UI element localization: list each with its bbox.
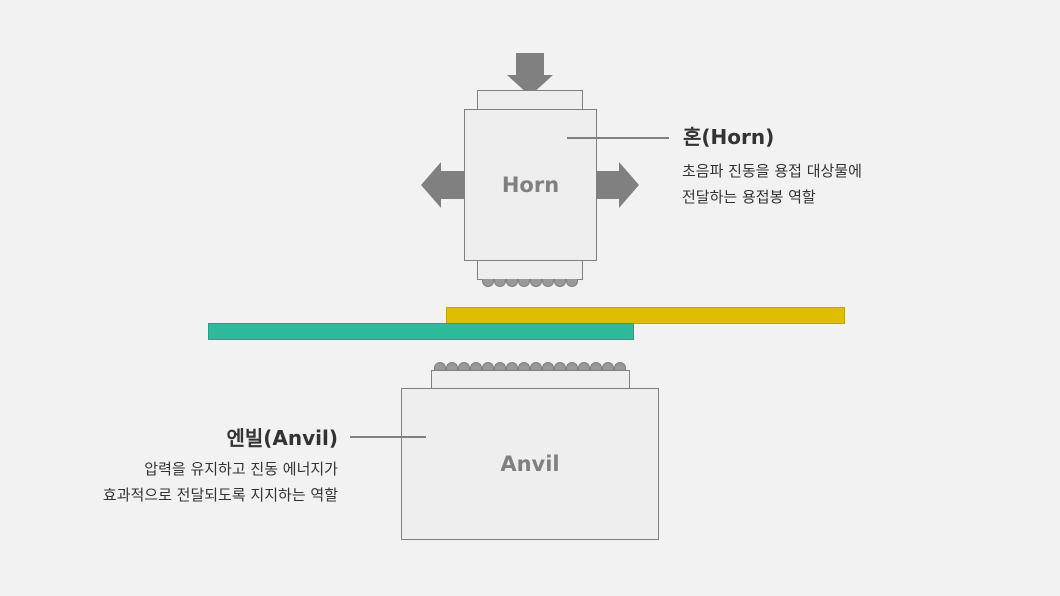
horn-top-plate [477,90,583,110]
bump [566,362,578,370]
horn-desc-line: 초음파 진동을 용접 대상물에 [682,162,862,180]
right-arrow-icon [596,162,639,208]
bump [434,362,446,370]
bump [446,362,458,370]
bump [542,279,554,287]
anvil-desc-line: 압력을 유지하고 진동 에너지가 [144,460,338,478]
anvil-top-plate [431,370,630,390]
bump [566,279,578,287]
horn-bumps [482,279,578,287]
bump [554,279,566,287]
horn-bottom-plate [477,260,583,280]
horn-label: Horn [501,173,560,197]
bump [470,362,482,370]
bump [506,362,518,370]
horn-desc-line: 전달하는 용접봉 역할 [682,188,816,206]
anvil-title: 엔빌(Anvil) [226,426,338,450]
bump [518,279,530,287]
bump [518,362,530,370]
anvil-label: Anvil [500,452,560,476]
anvil-description: 압력을 유지하고 진동 에너지가 효과적으로 전달되도록 지지하는 역할 [103,456,338,508]
bump [458,362,470,370]
bump [602,362,614,370]
anvil-bumps [434,362,626,370]
horn-body: Horn [464,109,597,261]
bump [578,362,590,370]
bump [554,362,566,370]
bump [530,362,542,370]
anvil-leader-line [350,436,426,438]
bump [482,362,494,370]
bump [542,362,554,370]
down-arrow-icon [507,53,553,96]
bump [590,362,602,370]
upper-sheet [446,307,845,324]
left-arrow-icon [421,162,464,208]
bump [506,279,518,287]
horn-title: 혼(Horn) [683,125,775,149]
lower-sheet [208,323,634,340]
horn-description: 초음파 진동을 용접 대상물에 전달하는 용접봉 역할 [682,158,862,210]
bump [494,279,506,287]
horn-leader-line [567,137,669,139]
bump [482,279,494,287]
bump [530,279,542,287]
bump [494,362,506,370]
anvil-body: Anvil [401,388,659,540]
bump [614,362,626,370]
anvil-desc-line: 효과적으로 전달되도록 지지하는 역할 [102,486,338,504]
